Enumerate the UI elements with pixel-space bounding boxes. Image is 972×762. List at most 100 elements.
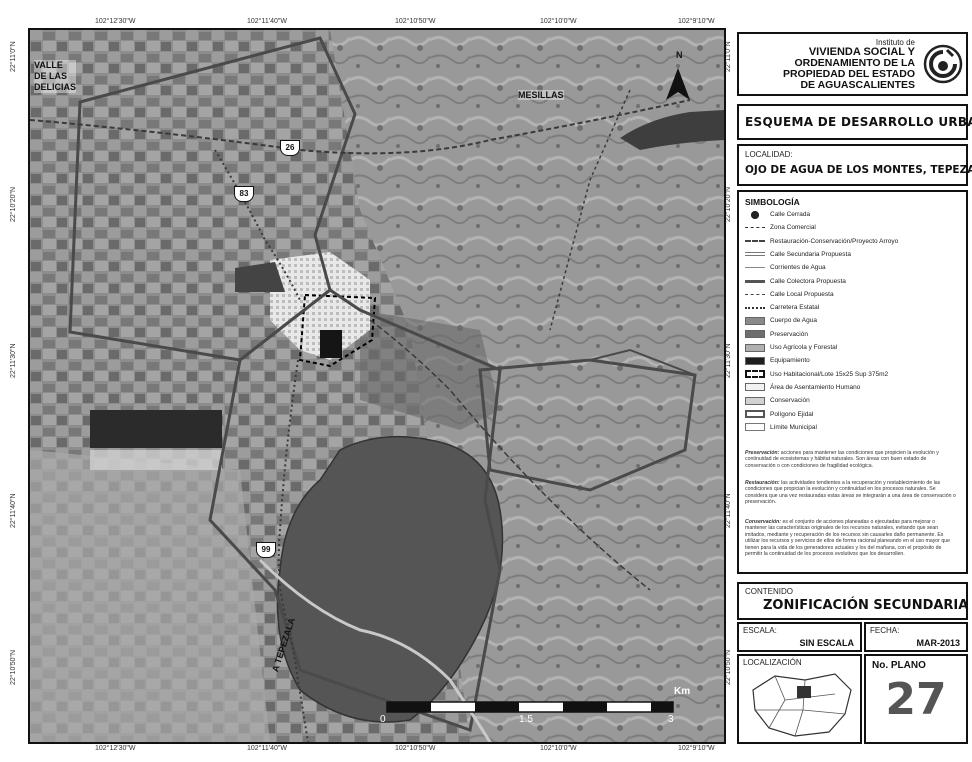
- ejido-polygon-north: [68, 36, 357, 362]
- legend-swatch: [745, 316, 765, 325]
- coord-bottom-5: 102°9'10"W: [678, 745, 715, 752]
- legend-swatch: [745, 396, 765, 405]
- coord-right-1: 22°11'0"N: [725, 41, 732, 72]
- legend-item: Zona Comercial: [745, 222, 816, 233]
- escala-value: SIN ESCALA: [799, 638, 854, 648]
- legend-label: Corrientes de Agua: [770, 264, 826, 272]
- fecha-panel: FECHA: MAR-2013: [864, 622, 968, 652]
- localidad-value: OJO DE AGUA DE LOS MONTES, TEPEZALÁ: [745, 164, 972, 176]
- map-svg: [30, 30, 724, 742]
- fecha-value: MAR-2013: [916, 638, 960, 648]
- legend-item: Límite Municipal: [745, 422, 817, 433]
- coord-top-4: 102°10'0"W: [540, 18, 577, 25]
- legend-item: Polígono Ejidal: [745, 409, 813, 420]
- legend-item: Cuerpo de Agua: [745, 315, 817, 326]
- legend-label: Área de Asentamiento Humano: [770, 383, 861, 391]
- institute-logo-icon: [923, 44, 963, 84]
- legend-swatch: [745, 423, 765, 432]
- localidad-panel: LOCALIDAD: OJO DE AGUA DE LOS MONTES, TE…: [737, 144, 972, 186]
- legend-swatch: [745, 267, 765, 269]
- light-field: [90, 450, 222, 470]
- north-arrow-icon: [666, 68, 690, 100]
- coord-top-3: 102°10'50"W: [395, 18, 436, 25]
- plano-label: No. PLANO: [872, 660, 926, 671]
- road-southeast: [369, 319, 651, 591]
- legend-item: Calle Local Propuesta: [745, 289, 834, 300]
- legend-label: Preservación: [770, 330, 808, 338]
- coord-bottom-1: 102°12'30"W: [95, 745, 136, 752]
- institute-line-3: ORDENAMIENTO DE LA: [794, 57, 915, 69]
- map-canvas[interactable]: VALLE DE LAS DELICIAS MESILLAS A TEPEZAL…: [28, 28, 726, 744]
- legend-label: Equipamiento: [770, 357, 810, 365]
- legend-item: Corrientes de Agua: [745, 262, 826, 273]
- scale-tick-1: 1.5: [519, 714, 533, 725]
- legend-label: Polígono Ejidal: [770, 410, 814, 418]
- road-shield-83: 83: [234, 186, 254, 202]
- localidad-label: LOCALIDAD:: [745, 150, 793, 159]
- institute-line-2: VIVIENDA SOCIAL Y: [808, 46, 915, 58]
- document-title: ESQUEMA DE DESARROLLO URBANO: [745, 115, 972, 129]
- coord-top-2: 102°11'40"W: [247, 18, 287, 25]
- legend-swatch: [745, 370, 765, 379]
- legend-label: Límite Municipal: [770, 423, 817, 431]
- scale-tick-0: 0: [380, 714, 386, 725]
- legend-label: Calle Cerrada: [770, 211, 811, 218]
- localizacion-panel: LOCALIZACIÓN: [737, 654, 862, 744]
- town-area: [270, 252, 370, 360]
- legend-swatch: [745, 306, 765, 309]
- legend-swatch: [745, 410, 765, 418]
- legend-title: SIMBOLOGÍA: [745, 197, 800, 207]
- legend-item: Carretera Estatal: [745, 302, 819, 313]
- ejido-edge: [589, 348, 696, 376]
- legend-item: Calle Secundaria Propuesta: [745, 249, 851, 260]
- dark-zone-west: [235, 262, 285, 292]
- place-label-mesillas: MESILLAS: [518, 90, 564, 100]
- legend-label: Uso Habitacional/Lote 15x25 Sup 375m2: [770, 370, 889, 378]
- legend-item: Restauración-Conservación/Proyecto Arroy…: [745, 236, 898, 247]
- legend-item: Calle Cerrada: [745, 209, 810, 220]
- legend-label: Calle Colectora Propuesta: [770, 277, 846, 285]
- road-99: [277, 359, 309, 742]
- legend-label: Calle Secundaria Propuesta: [770, 250, 851, 258]
- institute-line-4: PROPIEDAD DEL ESTADO: [782, 68, 915, 80]
- plano-panel: No. PLANO 27: [864, 654, 968, 744]
- legend-label: Calle Local Propuesta: [770, 290, 834, 298]
- institute-line-1: Instituto de: [875, 38, 915, 47]
- institute-line-5: DE AGUASCALIENTES: [800, 79, 915, 91]
- localizacion-label: LOCALIZACIÓN: [743, 658, 802, 667]
- coord-right-4: 22°11'40"N: [725, 493, 732, 528]
- legend-swatch: [745, 343, 765, 352]
- legend-desc-restauracion: Restauración: las actividades tendientes…: [745, 480, 956, 506]
- legend-swatch: [745, 279, 765, 283]
- road-shield-99: 99: [256, 542, 276, 558]
- coord-left-5: 22°10'50"N: [10, 649, 17, 685]
- dark-field: [90, 410, 222, 448]
- reservoir: [620, 110, 724, 150]
- coord-left-3: 22°11'30"N: [10, 343, 17, 378]
- legend-item: Calle Colectora Propuesta: [745, 276, 846, 287]
- north-label: N: [676, 50, 683, 60]
- plano-number: 27: [885, 674, 947, 725]
- legend-swatch: [745, 293, 765, 295]
- legend-label: Cuerpo de Agua: [770, 317, 817, 325]
- legend-item: Preservación: [745, 329, 808, 340]
- contenido-label: CONTENIDO: [745, 587, 793, 596]
- road-east: [549, 89, 631, 331]
- legend-swatch: [745, 330, 765, 339]
- scale-unit: Km: [674, 686, 691, 697]
- coord-right-5: 22°10'50"N: [725, 649, 732, 685]
- road-shield-26: 26: [280, 140, 300, 156]
- fecha-label: FECHA:: [870, 626, 900, 635]
- legend-swatch: [745, 227, 765, 229]
- legend-item: Uso Habitacional/Lote 15x25 Sup 375m2: [745, 369, 888, 380]
- contenido-panel: CONTENIDO ZONIFICACIÓN SECUNDARIA: [737, 582, 968, 620]
- legend-label: Carretera Estatal: [770, 304, 820, 312]
- institute-header: Instituto de VIVIENDA SOCIAL Y ORDENAMIE…: [737, 32, 968, 96]
- coord-top-1: 102°12'30"W: [95, 18, 136, 25]
- legend-swatch: [745, 240, 765, 243]
- coord-bottom-3: 102°10'50"W: [395, 745, 436, 752]
- title-panel: ESQUEMA DE DESARROLLO URBANO: [737, 104, 972, 140]
- legend-item: Área de Asentamiento Humano: [745, 382, 860, 393]
- coord-right-2: 22°10'20"N: [725, 186, 732, 222]
- equipment-block: [320, 330, 342, 358]
